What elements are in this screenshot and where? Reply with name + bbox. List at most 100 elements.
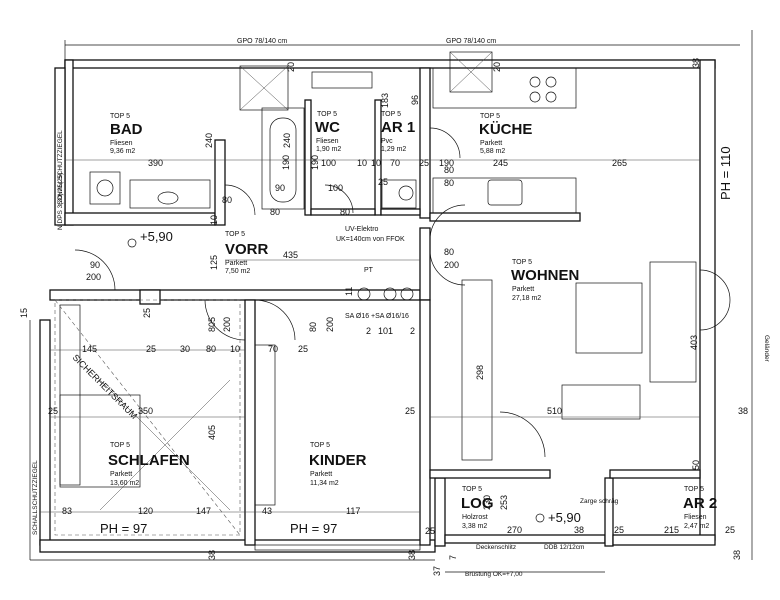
dimension: 190 [310,155,320,170]
dimension: 38 [732,550,742,560]
dimension: 90 [275,183,285,193]
dimension: 70 [268,344,278,354]
dimension: 38 [738,406,748,416]
room-floor: Parkett [310,471,332,478]
room-floor: Parkett [512,286,534,293]
room-area: 3,38 m2 [462,523,487,530]
room-name: VORR [225,241,269,258]
dimension: 25 [725,525,735,535]
room-floor: Fliesen [110,140,133,147]
room-name: WC [315,119,340,136]
dimension: 435 [283,250,298,260]
dimension: 80 [444,178,454,188]
room-floor: Parkett [480,140,502,147]
dimension: 25 [425,526,435,536]
dimension: 7 [448,555,458,560]
dimension: 245 [493,158,508,168]
room-top: TOP 5 [317,111,337,118]
room-top: TOP 5 [684,486,704,493]
dimension: 80 [206,344,216,354]
room-floor: Pvc [381,138,393,145]
dimension: 10 [371,158,381,168]
room-top: TOP 5 [480,113,500,120]
dimension: 25 [48,406,58,416]
room-area: 11,34 m2 [310,480,339,487]
zarge-note: Zarge schräg [580,498,619,505]
dimension: 200 [444,260,459,270]
dimension: 240 [282,133,292,148]
room-top: TOP 5 [310,442,330,449]
room-label-ar2: TOP 5 AR 2 Fliesen 2,47 m2 [683,486,717,530]
dimension: 90 [90,260,100,270]
ph-label: PH = 97 [100,521,147,536]
doors [74,127,731,458]
room-label-bad: TOP 5 BAD Fliesen 9,36 m2 [110,113,143,155]
ph-label: PH = 110 [718,146,733,200]
room-top: TOP 5 [110,113,130,120]
dimension: 298 [475,365,485,380]
dimension: 805 [207,317,217,332]
room-label-wc: TOP 5 WC Fliesen 1,90 m2 [315,111,341,153]
shaft-note: N DPS 3(30)/25(25) [57,173,64,230]
ddb-note: DDB 12/12cm [544,544,584,551]
room-label-log: TOP 5 LOG Holzrost 3,38 m2 [461,486,494,530]
outer-walls [29,30,753,573]
dimension: 200 [86,272,101,282]
room-top: TOP 5 [110,442,130,449]
dimensions: 390 100 10 10 70 25 190 245 265 90 80 10… [19,58,748,576]
room-label-kinder: TOP 5 KINDER Parkett 11,34 m2 [309,442,367,487]
room-area: 13,60 m2 [110,480,139,487]
room-label-wohnen: TOP 5 WOHNEN Parkett 27,18 m2 [511,259,579,302]
dimension: 80 [270,207,280,217]
dimension: 405 [207,425,217,440]
room-name: SCHLAFEN [108,452,190,469]
dimension: 403 [689,335,699,350]
dimension: 43 [262,506,272,516]
level-marker: +5,90 [548,510,581,525]
room-area: 1,90 m2 [316,146,341,153]
dimension: 25 [614,525,624,535]
room-label-ar1: TOP 5 AR 1 Pvc 1,29 m2 [381,111,415,153]
uv-label: UV-Elektro [345,226,379,233]
dimension: 183 [380,93,390,108]
dimension: 101 [378,326,393,336]
dimension: 100 [321,158,336,168]
dimension: 20 [492,62,502,72]
room-floor: Fliesen [684,514,707,521]
dimension: 230 [482,495,492,510]
level-marker-icon [127,238,137,248]
dimension: 145 [82,344,97,354]
dimension: 125 [209,255,219,270]
dimension: 240 [204,133,214,148]
dimension: 117 [346,506,360,516]
room-area: 7,50 m2 [225,268,250,275]
room-top: TOP 5 [225,231,245,238]
dimension: 270 [507,525,522,535]
bruestung-note: Brüstung OK=+7,00 [465,571,523,578]
deckenschlitz-note: Deckenschlitz [476,544,516,551]
dimension: 2 [410,326,415,336]
dimension: 80 [444,247,454,257]
dimension: 80 [444,165,454,175]
room-name: KINDER [309,452,367,469]
dimension: 215 [664,525,679,535]
wall-note: SCHALLSCHUTZZIEGEL [57,130,64,205]
railing-note: Geländer [763,335,770,363]
dimension: 11 [344,287,354,296]
level-marker-icon [535,513,545,523]
room-name: WOHNEN [511,267,579,284]
room-label-vorr: TOP 5 VORR Parkett 7,50 m2 [225,231,269,275]
room-floor: Parkett [225,260,247,267]
interior-walls [49,67,701,546]
ph-label: PH = 97 [290,521,337,536]
room-floor: Parkett [110,471,132,478]
wall-note: SCHALLSCHUTZZIEGEL [32,460,39,535]
dimension: 147 [196,506,211,516]
room-floor: Holzrost [462,514,488,521]
dimension: 350 [138,406,153,416]
dimension: 30 [180,344,190,354]
dimension: 10 [357,158,367,168]
room-top: TOP 5 [381,111,401,118]
room-area: 1,29 m2 [381,146,406,153]
dimension: 190 [281,155,291,170]
